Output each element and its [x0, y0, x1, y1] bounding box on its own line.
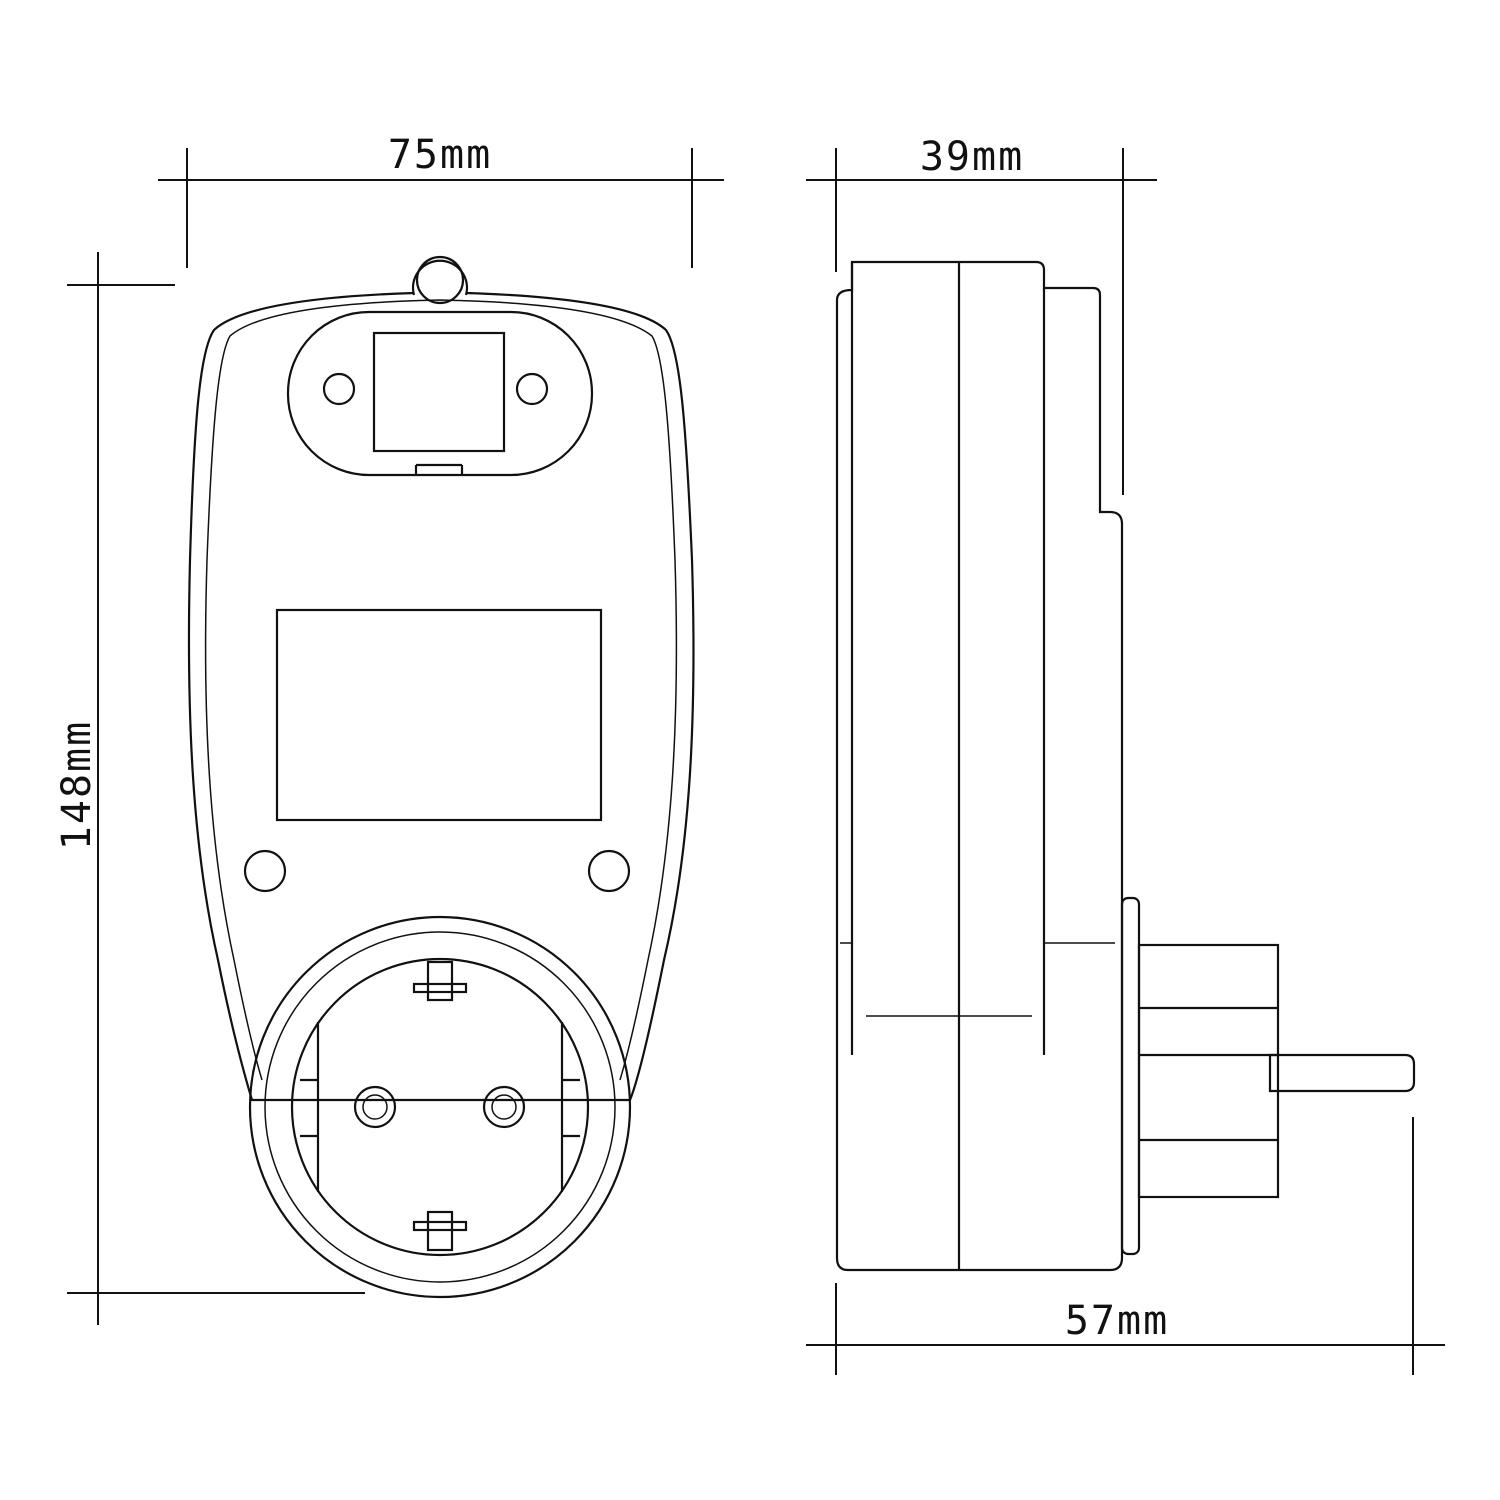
housing-outline [187, 291, 695, 1102]
housing-inner-edge [204, 299, 678, 1081]
height-dimension: 148mm [54, 252, 365, 1325]
hanging-hole [415, 255, 465, 305]
pin-hole-left [353, 1085, 397, 1129]
height-label: 148mm [54, 720, 100, 850]
depth-total-dimension: 57mm [806, 1117, 1445, 1375]
width-label: 75mm [388, 132, 492, 178]
hanging-tab [411, 259, 469, 296]
pin-hole-right [482, 1085, 526, 1129]
side-view: 39mm 57mm [806, 134, 1445, 1375]
socket-outlet [248, 915, 632, 1299]
screw-left [243, 849, 287, 893]
depth-body-dimension: 39mm [806, 134, 1157, 495]
plug-collar [1137, 943, 1280, 1199]
indicator-right-icon [515, 372, 549, 406]
front-view: 75mm 148mm [54, 132, 724, 1325]
plug-base [1120, 896, 1141, 1256]
depth-body-label: 39mm [920, 134, 1024, 180]
indicator-left-icon [322, 372, 356, 406]
plug-pin [1268, 1053, 1416, 1093]
screw-right [587, 849, 631, 893]
depth-total-label: 57mm [1065, 1298, 1169, 1344]
display-panel [275, 608, 603, 822]
width-dimension: 75mm [158, 132, 724, 268]
control-window [286, 310, 594, 477]
control-button [372, 331, 506, 453]
side-body [835, 260, 1124, 1272]
